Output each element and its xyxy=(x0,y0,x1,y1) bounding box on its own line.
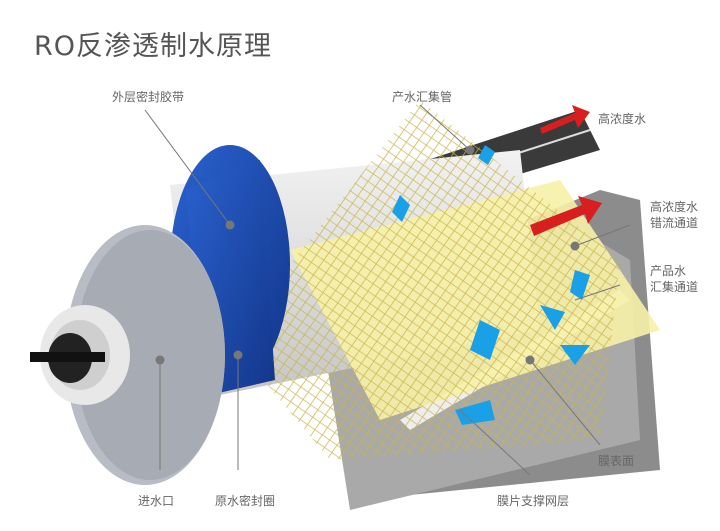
label-cross-flow-2: 错流通道 xyxy=(650,216,699,230)
label-product-channel-2: 汇集通道 xyxy=(650,280,699,294)
label-product-channel-1: 产品水 xyxy=(650,264,687,278)
label-raw-water-seal: 原水密封圈 xyxy=(215,494,276,508)
flow-arrows xyxy=(392,145,590,425)
concentrate-arrow xyxy=(540,105,590,134)
cross-flow-arrow xyxy=(530,196,602,236)
inlet-bar xyxy=(30,352,105,362)
label-concentrate: 高浓度水 xyxy=(598,112,647,126)
label-outer-seal-tape: 外层密封胶带 xyxy=(112,90,185,104)
mesh-layer xyxy=(230,100,620,460)
label-inlet: 进水口 xyxy=(138,494,175,508)
label-membrane-surface: 膜表面 xyxy=(598,454,635,468)
label-product-tube: 产水汇集管 xyxy=(392,90,453,104)
label-cross-flow-1: 高浓度水 xyxy=(650,200,699,214)
page-title: RO反渗透制水原理 xyxy=(34,31,273,62)
label-support-mesh: 膜片支撑网层 xyxy=(497,494,570,508)
